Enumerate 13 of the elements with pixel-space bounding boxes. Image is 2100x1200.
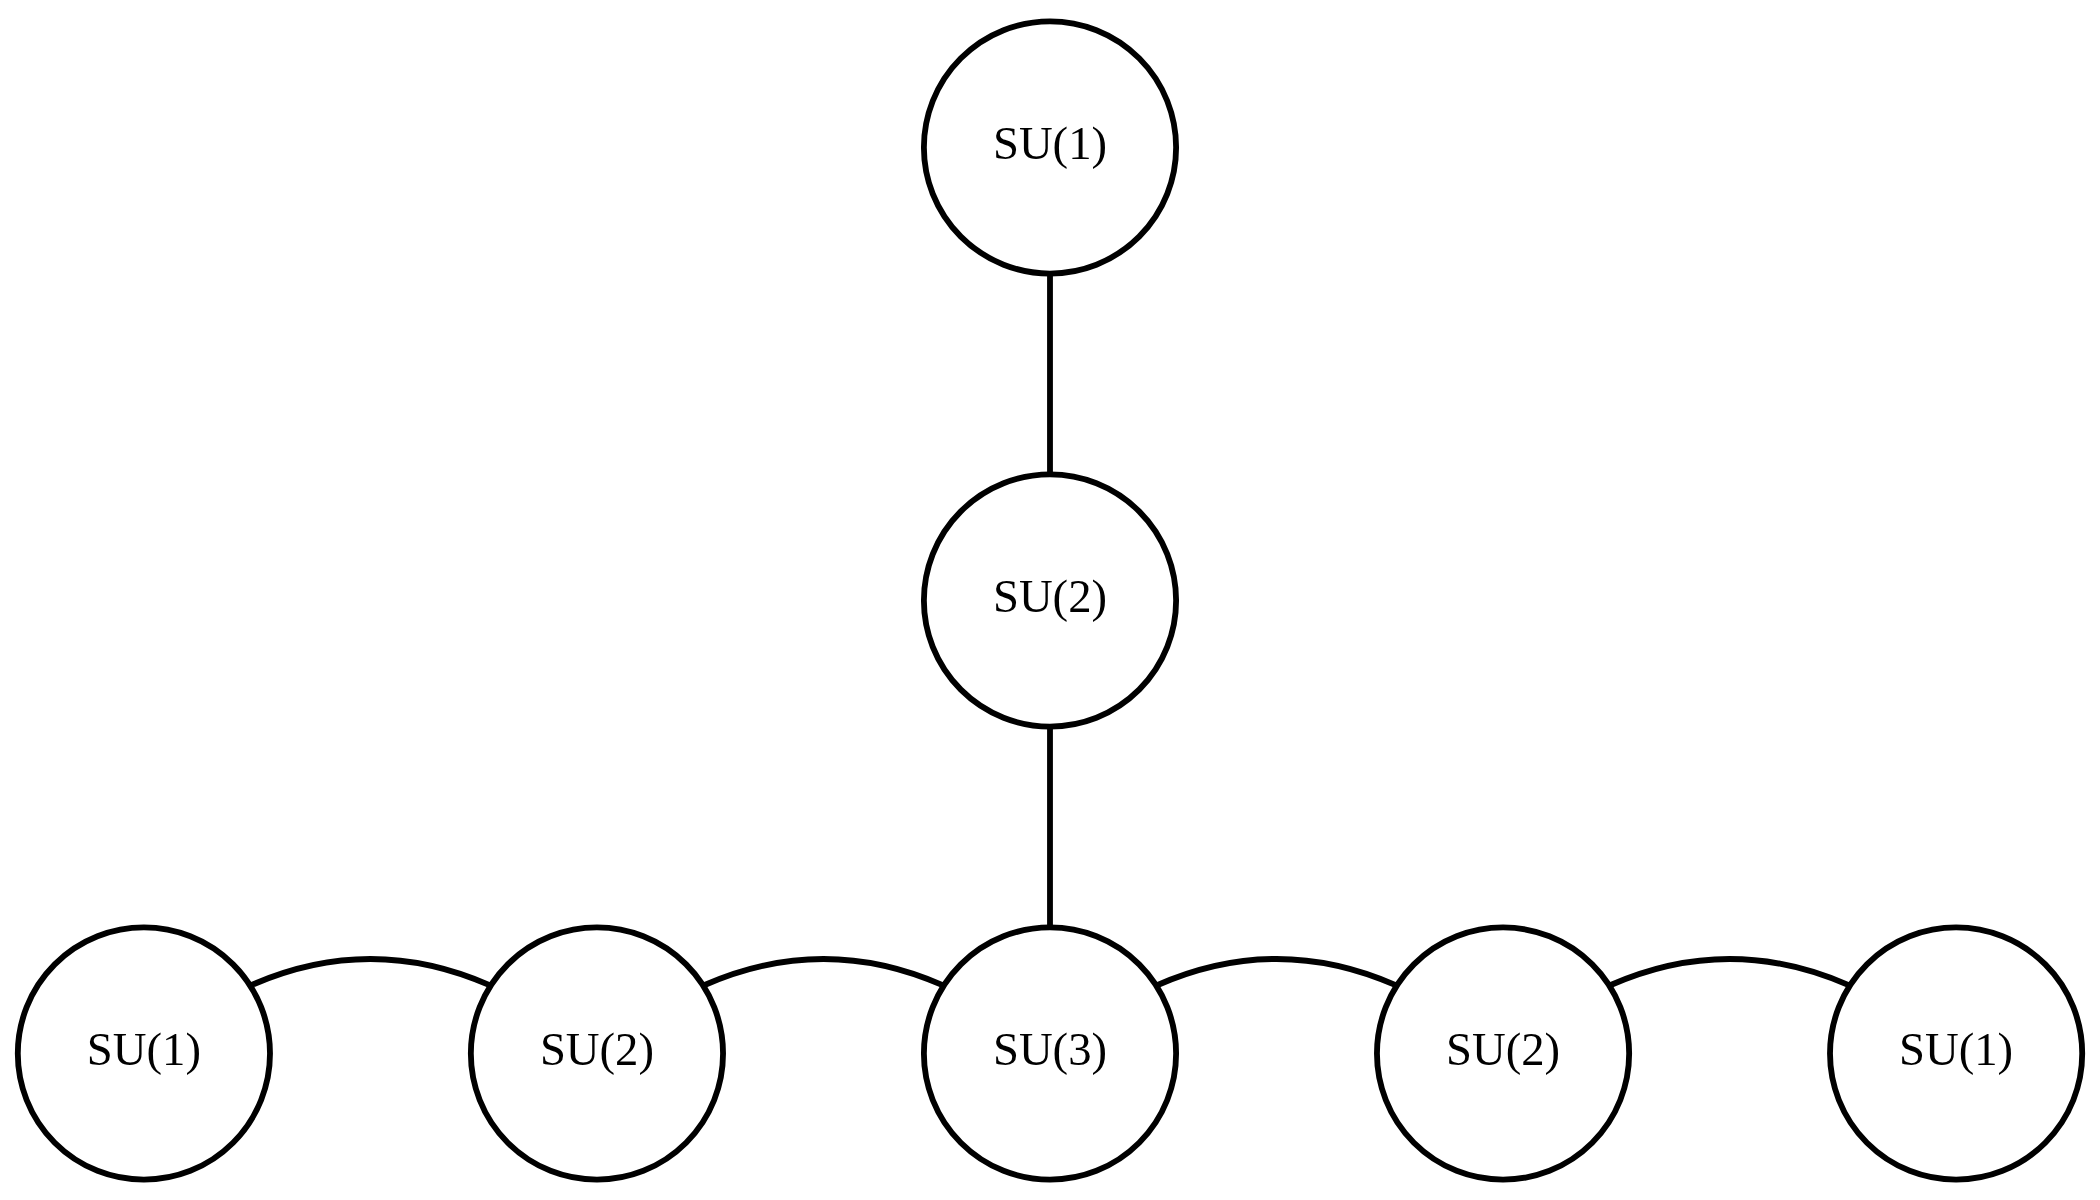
node-circle: SU(1): [920, 17, 1180, 276]
connector: [702, 955, 945, 988]
connector: [249, 955, 492, 988]
node-circle: SU(2): [920, 470, 1180, 730]
node-circle: SU(2): [1374, 924, 1633, 1183]
connector: [1047, 726, 1053, 927]
connector: [1609, 955, 1851, 988]
connector: [1155, 955, 1398, 988]
node-circle: SU(1): [1827, 924, 2086, 1183]
connector: [1047, 273, 1053, 474]
node-circle: SU(1): [14, 924, 273, 1183]
node-circle: SU(2): [467, 924, 726, 1183]
node-circle: SU(3): [920, 924, 1180, 1183]
